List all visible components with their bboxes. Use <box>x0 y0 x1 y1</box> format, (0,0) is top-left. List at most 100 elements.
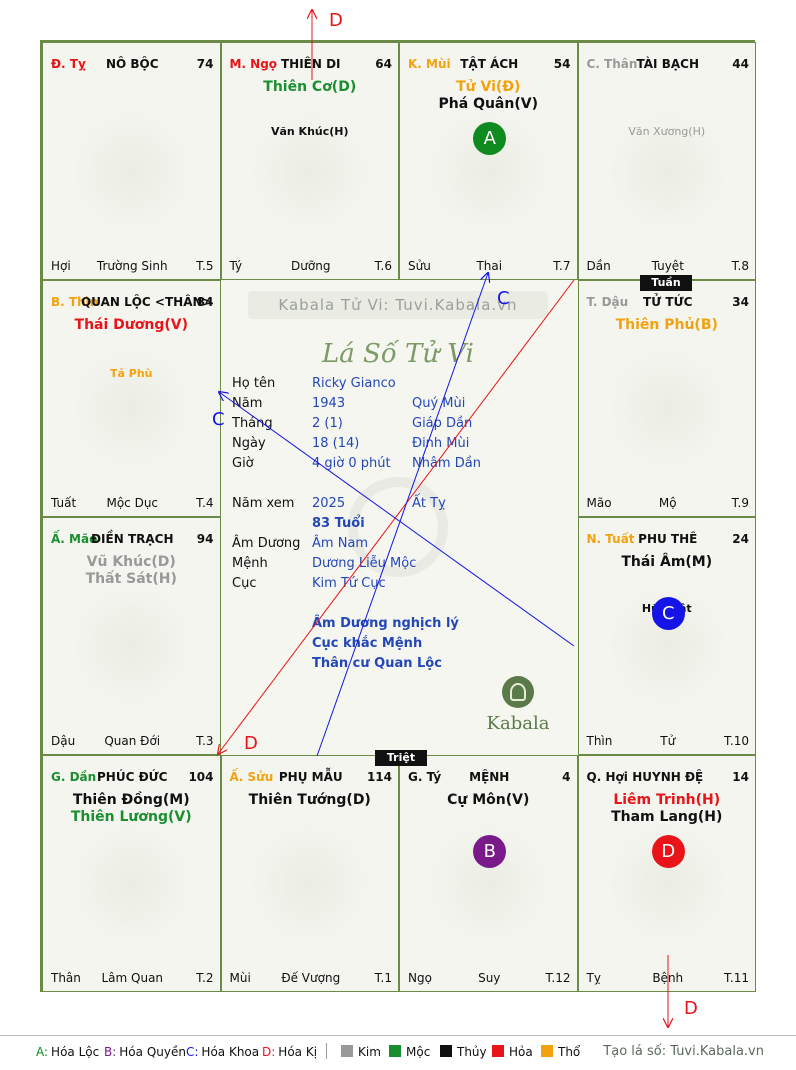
palace-name: TÀI BẠCH <box>636 57 699 71</box>
footer-month: T.10 <box>724 733 749 748</box>
footer-stage: Tuyệt <box>651 258 684 273</box>
footer-branch: Tỵ <box>586 971 601 985</box>
arrow-label-d: D <box>684 998 698 1019</box>
info-value: Âm Nam <box>312 536 369 551</box>
zodiac-watermark-icon <box>251 815 368 951</box>
info-value: 83 Tuổi <box>312 516 365 531</box>
chart-title: Lá Số Tử Vi <box>321 339 474 369</box>
footer-branch: Ngọ <box>408 971 432 985</box>
palace-stem-branch: Đ. Tỵ <box>51 57 86 71</box>
transform-badge-b: B <box>473 834 507 868</box>
info-value: 2025 <box>312 496 346 511</box>
footer-month: T.1 <box>374 971 392 985</box>
footer-stage: Đế Vượng <box>281 971 341 985</box>
palace-stem-branch: G. Dần <box>51 769 97 784</box>
info-value: 1943 <box>312 396 346 411</box>
legend-divider <box>326 1043 327 1059</box>
main-star: Phá Quân(V) <box>438 96 538 112</box>
info-label: Năm <box>232 396 263 411</box>
footer-month: T.8 <box>731 258 749 273</box>
arrow-label-c: C <box>497 288 510 309</box>
footer-month: T.9 <box>731 496 749 510</box>
legend-element-text: Thủy <box>457 1045 487 1059</box>
main-star: Liêm Trinh(H) <box>613 791 721 808</box>
info-value-can-chi: Quý Mùi <box>412 396 466 411</box>
info-label: Họ tên <box>232 376 276 391</box>
palace-name: TỬ TỨC <box>643 294 693 309</box>
chart-center: Kabala Tử Vi: Tuvi.Kabala.vn Lá Số Tử Vi… <box>220 279 576 755</box>
palace-name: PHÚC ĐỨC <box>97 769 168 784</box>
palace-name: PHỤ MẪU <box>278 769 343 784</box>
legend-element: Thủy <box>440 1045 487 1059</box>
info-value-can-chi: Giáp Dần <box>412 416 473 431</box>
palace-stem-branch: Ấ. Sửu <box>229 769 274 784</box>
palace-name: HUYNH ĐỆ <box>632 769 704 784</box>
info-label: Cục <box>232 576 257 591</box>
palace-name: THIÊN DI <box>280 57 341 71</box>
legend-credit: Tạo lá số: Tuvi.Kabala.vn <box>603 1044 764 1059</box>
legend-element-text: Mộc <box>406 1045 431 1059</box>
arrow-label-c: C <box>212 409 225 430</box>
palace-number: 44 <box>732 57 749 71</box>
legend-key: A: <box>36 1045 49 1059</box>
main-star: Thất Sát(H) <box>85 571 177 587</box>
zodiac-watermark-icon <box>608 103 725 239</box>
legend-element-text: Thổ <box>558 1045 581 1059</box>
palace-stem-branch: N. Tuất <box>586 532 635 546</box>
palace-stem-branch: M. Ngọ <box>229 57 278 71</box>
footer-stage: Trường Sinh <box>96 258 168 273</box>
brand-name: Kabala <box>486 713 550 734</box>
zodiac-watermark-icon <box>73 578 190 714</box>
info-value: 2 (1) <box>312 416 343 431</box>
footer-month: T.7 <box>553 258 571 273</box>
main-star: Thiên Cơ(D) <box>263 79 357 95</box>
zodiac-watermark-icon <box>608 340 725 476</box>
main-star: Thái Dương(V) <box>74 316 188 333</box>
legend-transform-b: B:Hóa Quyền <box>104 1045 186 1059</box>
legend-text: Hóa Lộc <box>51 1045 100 1059</box>
tuan-stamp: Tuần <box>640 275 692 291</box>
palace-name: TẬT ÁCH <box>460 57 519 71</box>
chart-note: Âm Dương nghịch lý <box>312 616 459 631</box>
legend-element: Hỏa <box>492 1045 533 1059</box>
main-star: Thiên Đồng(M) <box>72 791 190 808</box>
element-color-swatch <box>440 1045 452 1057</box>
palace-number: 64 <box>375 57 392 71</box>
chart-note: Cục khắc Mệnh <box>312 636 423 651</box>
info-label: Mệnh <box>232 556 268 571</box>
legend-text: Hóa Khoa <box>201 1045 260 1059</box>
legend-key: B: <box>104 1045 117 1059</box>
legend-text: Hóa Quyền <box>119 1045 186 1059</box>
info-label: Âm Dương <box>232 536 301 551</box>
main-star: Cự Môn(V) <box>447 791 530 808</box>
legend-element-text: Hỏa <box>509 1045 533 1059</box>
footer-branch: Mão <box>586 496 612 510</box>
palace-number: 4 <box>562 769 571 784</box>
triet-stamp: Triệt <box>375 750 427 766</box>
element-color-swatch <box>389 1045 401 1057</box>
info-value: Dương Liễu Mộc <box>312 556 417 571</box>
palace-stem-branch: G. Tý <box>408 769 442 784</box>
